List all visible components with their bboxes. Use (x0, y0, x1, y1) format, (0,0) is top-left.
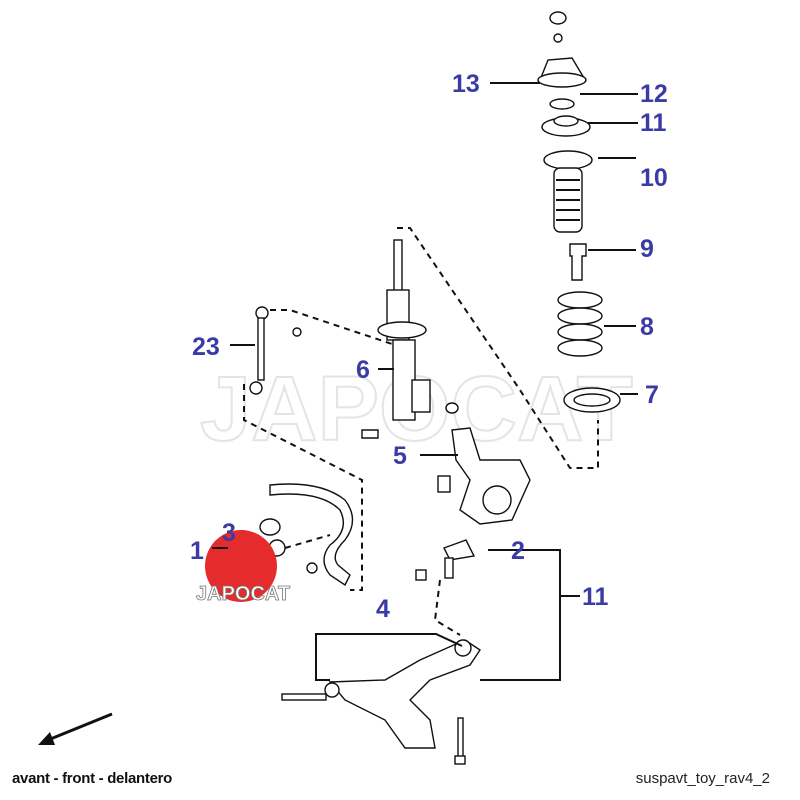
ball-joint (415, 539, 476, 581)
arrow-front-left-icon (38, 712, 113, 745)
callout-11-top: 11 (640, 109, 667, 137)
strut-assembly (361, 239, 459, 439)
stabilizer-bar (259, 483, 354, 587)
callout-8: 8 (640, 313, 654, 341)
callout-7: 7 (645, 381, 659, 409)
callout-5: 5 (393, 442, 407, 470)
callout-10: 10 (640, 164, 668, 192)
callout-1: 1 (190, 537, 204, 565)
direction-caption: avant - front - delantero (12, 770, 173, 787)
svg-text:JAPOCAT: JAPOCAT (196, 583, 290, 605)
stabilizer-link (249, 306, 302, 395)
callout-13: 13 (452, 70, 480, 98)
callout-6: 6 (356, 356, 370, 384)
callout-23: 23 (192, 333, 220, 361)
callout-11-bottom: 11 (582, 583, 609, 611)
diagram-code: suspavt_toy_rav4_2 (635, 770, 770, 787)
callout-4: 4 (376, 595, 390, 623)
callout-9: 9 (640, 235, 654, 263)
steering-knuckle (437, 427, 531, 525)
callout-12: 12 (640, 80, 668, 108)
callout-3: 3 (222, 519, 236, 547)
callout-2: 2 (511, 537, 525, 565)
lower-control-arm (281, 639, 481, 765)
strut-top-mount-parts (537, 11, 621, 413)
